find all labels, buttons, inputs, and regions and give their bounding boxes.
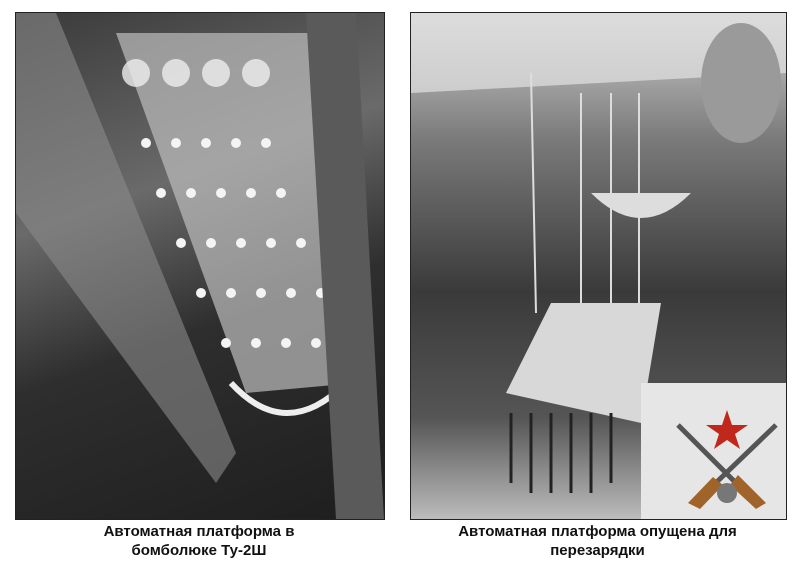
caption-right: Автоматная платформа опущена для перезар… — [410, 522, 785, 560]
caption-left: Автоматная платформа в бомболюке Ту-2Ш — [15, 522, 383, 560]
photo-bomb-bay-image — [16, 13, 384, 519]
caption-right-line1: Автоматная платформа опущена для — [458, 523, 737, 540]
photo-bomb-bay-platform — [15, 12, 385, 520]
photo-platform-lowered — [410, 12, 787, 520]
photo-platform-lowered-image — [411, 13, 786, 519]
red-star-crossed-guns-logo — [668, 405, 786, 510]
caption-left-line2: бомболюке Ту-2Ш — [131, 542, 267, 559]
caption-left-line1: Автоматная платформа в — [103, 523, 295, 540]
caption-right-line2: перезарядки — [550, 542, 645, 559]
